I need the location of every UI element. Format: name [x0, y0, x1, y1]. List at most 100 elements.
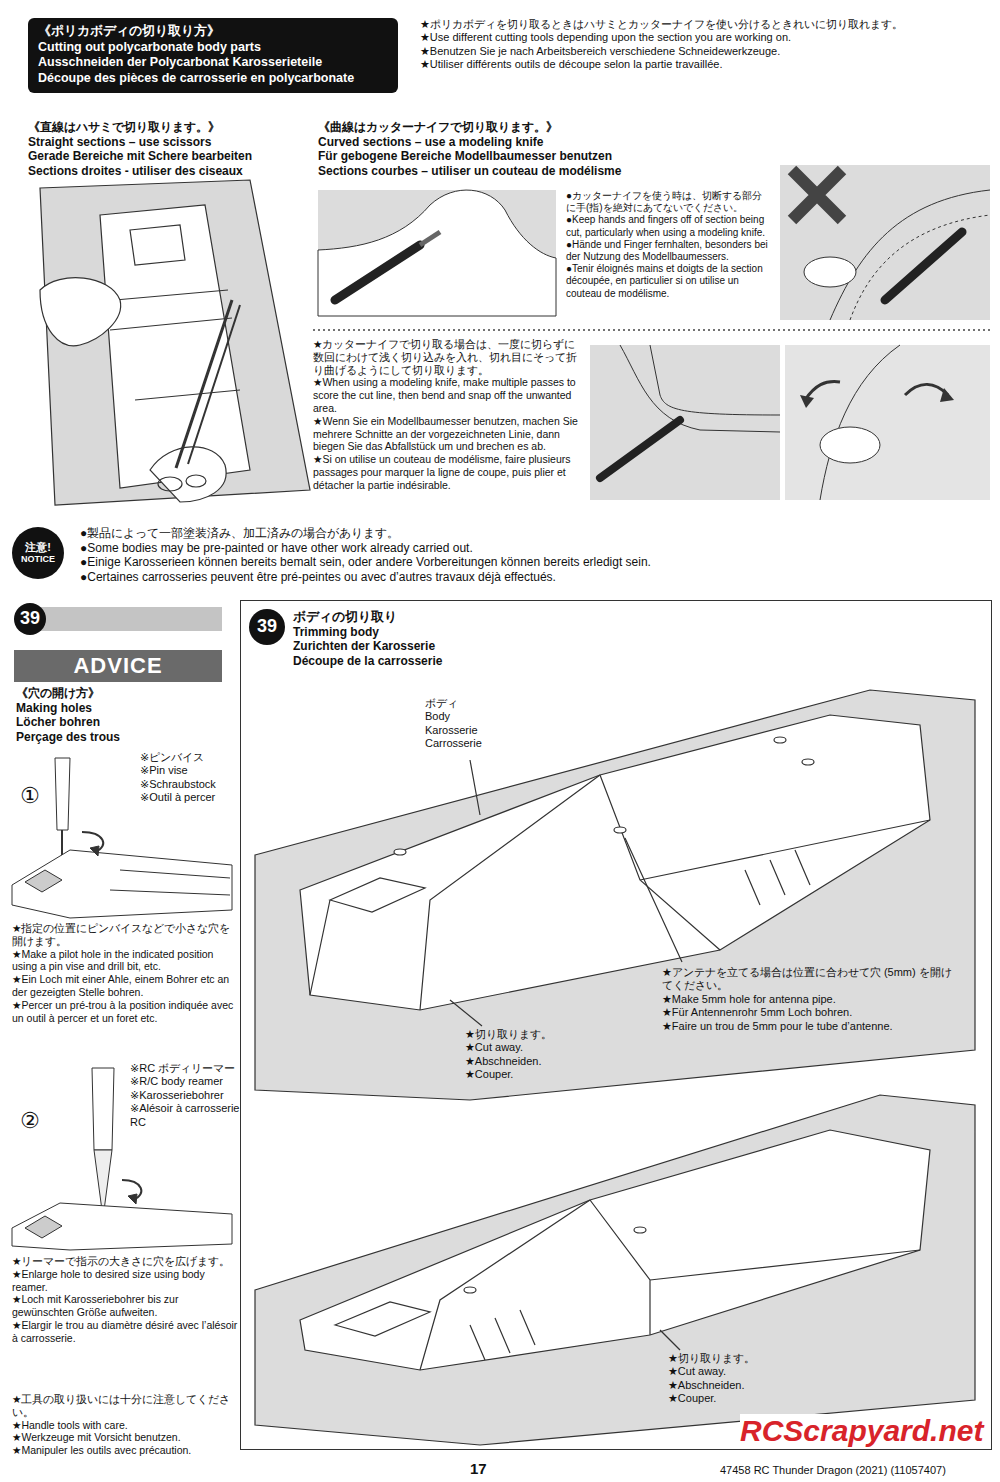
text-group: ②	[20, 1110, 50, 1132]
instruction-text: ★Elargir le trou au diamètre désiré avec…	[12, 1319, 240, 1345]
text-group: 《直線はハサミで切り取ります。》Straight sections – use …	[28, 120, 318, 179]
text-group: ★アンテナを立てる場合は位置に合わせて穴 (5mm) を開けてください。★Mak…	[662, 966, 962, 1033]
instruction-text: ★リーマーで指示の大きさに穴を広げます。	[12, 1255, 240, 1268]
caution-note: ●Keep hands and fingers off of section b…	[566, 214, 771, 238]
text-group: 《穴の開け方》Making holesLöcher bohrenPerçage …	[16, 686, 226, 745]
intro-note: ★ポリカボディを切り取るときはハサミとカッターナイフを使い分けるときれいに切り取…	[420, 18, 990, 31]
technique-note: ★Wenn Sie ein Modellbaumesser benutzen, …	[313, 415, 581, 453]
box-text: ADVICE	[73, 653, 162, 680]
instruction-text: ★アンテナを立てる場合は位置に合わせて穴 (5mm) を開けてください。	[662, 966, 962, 993]
sub-step-number: ②	[20, 1110, 50, 1132]
text-group: ★工具の取り扱いには十分に注意してください。★Handle tools with…	[12, 1393, 240, 1457]
tool-label: ※ピンバイス	[140, 751, 250, 764]
intro-note: ★Utiliser différents outils de découpe s…	[420, 58, 990, 71]
technique-note: ★Si on utilise un couteau de modélisme, …	[313, 453, 581, 491]
section-heading: 《曲線はカッターナイフで切り取ります。》	[318, 120, 738, 135]
notice-text: ●製品によって一部塗装済み、加工済みの場合があります。	[80, 526, 980, 541]
watermark: RCScrapyard.net	[740, 1414, 990, 1447]
instruction-text: ★切り取ります。	[465, 1028, 585, 1041]
tool-label: ※Pin vise	[140, 764, 250, 777]
text-group: ★指定の位置にピンバイスなどで小さな穴を開けます。★Make a pilot h…	[12, 922, 240, 1024]
footer-text: 47458 RC Thunder Dragon (2021) (11057407…	[720, 1464, 990, 1477]
step-bar	[30, 607, 222, 631]
part-label: Carrosserie	[425, 737, 535, 750]
part-label: Body	[425, 710, 535, 723]
step-number: 39	[249, 609, 285, 645]
advice-heading: Löcher bohren	[16, 715, 226, 730]
sub-step-number: ①	[20, 785, 50, 807]
instruction-text: ★Cut away.	[465, 1041, 585, 1054]
caution-note: ★Manipuler les outils avec précaution.	[12, 1444, 240, 1457]
section-heading: Für gebogene Bereiche Modellbaumesser be…	[318, 149, 738, 164]
snap-off-illustration	[590, 345, 990, 500]
advice-heading: Perçage des trous	[16, 730, 226, 745]
section-heading: Gerade Bereiche mit Schere bearbeiten	[28, 149, 318, 164]
tool-label: ※R/C body reamer	[130, 1075, 242, 1088]
step-number: 39	[14, 603, 46, 635]
notice-text: ●Some bodies may be pre-painted or have …	[80, 541, 980, 556]
instruction-text: ★Ein Loch mit einer Ahle, einem Bohrer e…	[12, 973, 240, 999]
box-text: Découpe des pièces de carrosserie en pol…	[38, 71, 388, 87]
notice-text: ●Einige Karosserieen können bereits bema…	[80, 555, 980, 570]
instruction-text: ★指定の位置にピンバイスなどで小さな穴を開けます。	[12, 922, 240, 948]
scissors-illustration	[40, 180, 310, 505]
instruction-text: ★Enlarge hole to desired size using body…	[12, 1268, 240, 1294]
notice-badge: 注意!NOTICE	[12, 527, 64, 579]
header-banner: 《ポリカボディの切り取り方》Cutting out polycarbonate …	[28, 18, 398, 93]
notice-text: ●Certaines carrosseries peuvent être pré…	[80, 570, 980, 585]
box-text: Découpe de la carrosserie	[293, 654, 991, 669]
text-group: ★切り取ります。★Cut away.★Abschneiden.★Couper.	[668, 1352, 788, 1406]
instruction-text: ★Für Antennenrohr 5mm Loch bohren.	[662, 1006, 962, 1019]
instruction-text: ★Couper.	[465, 1068, 585, 1081]
tool-label: ※Karosseriebohrer	[130, 1089, 242, 1102]
box-text: 《ポリカボディの切り取り方》	[38, 24, 388, 40]
box-text: 39	[257, 616, 277, 638]
text-group: ボディBodyKarosserieCarrosserie	[425, 697, 535, 751]
instruction-text: ★Couper.	[668, 1392, 788, 1405]
tool-label: ※RC ボディリーマー	[130, 1062, 242, 1075]
section-heading: 《直線はハサミで切り取ります。》	[28, 120, 318, 135]
tool-label: ※Alésoir à carrosserie RC	[130, 1102, 242, 1129]
caution-note: ★工具の取り扱いには十分に注意してください。	[12, 1393, 240, 1419]
instruction-text: ★Abschneiden.	[465, 1055, 585, 1068]
technique-note: ★When using a modeling knife, make multi…	[313, 376, 581, 414]
caution-note: ★Handle tools with care.	[12, 1419, 240, 1432]
section-heading: Curved sections – use a modeling knife	[318, 135, 738, 150]
tool-label: ※Outil à percer	[140, 791, 250, 804]
caution-note: ●Hände und Finger fernhalten, besonders …	[566, 239, 771, 263]
section-heading: Sections courbes – utiliser un couteau d…	[318, 164, 738, 179]
instruction-text: ★切り取ります。	[668, 1352, 788, 1365]
text-group: ★切り取ります。★Cut away.★Abschneiden.★Couper.	[465, 1028, 585, 1082]
knife-illustration	[318, 190, 556, 316]
caution-note: ●カッターナイフを使う時は、切断する部分に手(指)を絶対にあてないでください。	[566, 190, 771, 214]
instruction-text: ★Cut away.	[668, 1365, 788, 1378]
body-illustration-top	[255, 690, 975, 1100]
text-group: ※ピンバイス※Pin vise※Schraubstock※Outil à per…	[140, 751, 250, 805]
box-text: Ausschneiden der Polycarbonat Karosserie…	[38, 55, 388, 71]
wrong-way-illustration	[780, 165, 990, 320]
box-text: Zurichten der Karosserie	[293, 639, 991, 654]
instruction-text: ★Faire un trou de 5mm pour le tube d’ant…	[662, 1020, 962, 1033]
text-group: ★カッターナイフで切り取る場合は、一度に切らずに数回にわけて浅く切り込みを入れ、…	[313, 338, 581, 492]
part-label: Karosserie	[425, 724, 535, 737]
text-group: ●カッターナイフを使う時は、切断する部分に手(指)を絶対にあてないでください。●…	[566, 190, 771, 300]
text-group: 17	[470, 1460, 510, 1478]
text-group: 47458 RC Thunder Dragon (2021) (11057407…	[720, 1464, 990, 1477]
section-heading: Sections droites - utiliser des ciseaux	[28, 164, 318, 179]
intro-note: ★Benutzen Sie je nach Arbeitsbereich ver…	[420, 45, 990, 58]
tool-label: ※Schraubstock	[140, 778, 250, 791]
text-group: ★リーマーで指示の大きさに穴を広げます。★Enlarge hole to des…	[12, 1255, 240, 1345]
box-text: NOTICE	[21, 554, 55, 565]
body-illustration-bottom	[255, 1095, 975, 1445]
dotted-divider	[313, 329, 990, 331]
instruction-text: ★Loch mit Karosseriebohrer bis zur gewün…	[12, 1293, 240, 1319]
caution-note: ●Tenir éloignés mains et doigts de la se…	[566, 263, 771, 300]
advice-banner: ADVICE	[14, 650, 222, 682]
text-group: ●製品によって一部塗装済み、加工済みの場合があります。●Some bodies …	[80, 526, 980, 585]
instruction-text: ★Make 5mm hole for antenna pipe.	[662, 993, 962, 1006]
text-group: RCScrapyard.net	[740, 1414, 990, 1447]
intro-note: ★Use different cutting tools depending u…	[420, 31, 990, 44]
part-label: ボディ	[425, 697, 535, 710]
advice-heading: 《穴の開け方》	[16, 686, 226, 701]
